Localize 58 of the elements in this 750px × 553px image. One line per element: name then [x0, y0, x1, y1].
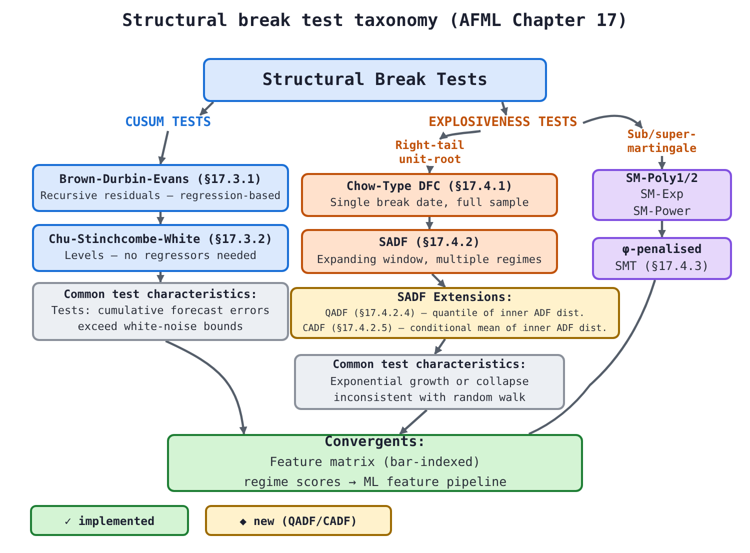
box-description: Recursive residuals — regression-based [40, 188, 281, 204]
diagram-title: Structural break test taxonomy (AFML Chapter 17) [121, 11, 629, 31]
legend-item: ✓ implemented [30, 505, 189, 536]
summary-box [294, 354, 565, 410]
box-description: Levels — no regressors needed [64, 248, 257, 264]
arrow [156, 272, 164, 283]
box-heading: Structural Break Tests [262, 70, 488, 90]
subcategory-label: Sub/super-martingale [612, 128, 712, 156]
box-description: SM-Exp [640, 187, 684, 202]
arrow [426, 166, 434, 174]
legend-item: ◆ new (QADF/CADF) [205, 505, 392, 536]
test-box [592, 237, 732, 280]
arrow [658, 221, 666, 238]
arrow [158, 130, 170, 165]
box-heading: SADF (§17.4.2) [378, 235, 480, 250]
test-box [592, 169, 732, 221]
arrow [199, 101, 214, 116]
box-heading: φ-penalised [622, 242, 702, 256]
summary-box [32, 282, 289, 341]
box-heading: Common test characteristics: [64, 288, 258, 302]
box-heading: Convergents: [324, 434, 426, 452]
box-description: Feature matrix (bar-indexed) [270, 453, 480, 472]
arrow [426, 217, 434, 230]
box-heading: Chow-Type DFC (§17.4.1) [346, 178, 513, 194]
box-description: SMT (§17.4.3) [615, 258, 709, 275]
test-box [301, 173, 558, 217]
test-box [32, 164, 289, 212]
box-heading: SADF Extensions: [397, 290, 513, 305]
arrow [399, 409, 428, 435]
output-box [167, 434, 583, 492]
extension-box [290, 287, 620, 339]
root-box [203, 58, 547, 102]
box-description: Exponential growth or collapse inconsistent with random walk [329, 374, 530, 406]
arrow [582, 114, 643, 129]
arrow [439, 130, 481, 140]
category-label: CUSUM TESTS [122, 115, 214, 131]
arrow [434, 338, 446, 355]
test-box [301, 229, 558, 274]
box-heading: Chu-Stinchcombe-White (§17.3.2) [48, 232, 272, 246]
box-heading: Common test characteristics: [332, 358, 526, 372]
arrow [156, 212, 164, 225]
box-description: SM-Power [633, 204, 691, 220]
box-description: QADF (§17.4.2.4) — quantile of inner ADF dist. [325, 306, 585, 320]
box-description: Tests: cumulative forecast errors exceed white-noise bounds [50, 303, 271, 336]
arrow [658, 156, 666, 170]
box-heading: Brown-Durbin-Evans (§17.3.1) [59, 172, 262, 187]
test-box [32, 224, 289, 272]
box-description: Expanding window, multiple regimes [316, 252, 542, 268]
arrow [431, 273, 446, 288]
box-heading: SM-Poly1/2 [626, 170, 698, 186]
box-description: CADF (§17.4.2.5) — conditional mean of inner ADF dist. [302, 322, 608, 336]
arrow [500, 102, 508, 116]
box-description: Single break date, full sample [330, 195, 529, 212]
connector-line [528, 280, 656, 435]
box-description: regime scores → ML feature pipeline [243, 473, 507, 492]
category-label: EXPLOSIVENESS TESTS [423, 115, 583, 131]
arrow [165, 340, 247, 435]
subcategory-label: Right-tail unit-root [392, 139, 468, 167]
